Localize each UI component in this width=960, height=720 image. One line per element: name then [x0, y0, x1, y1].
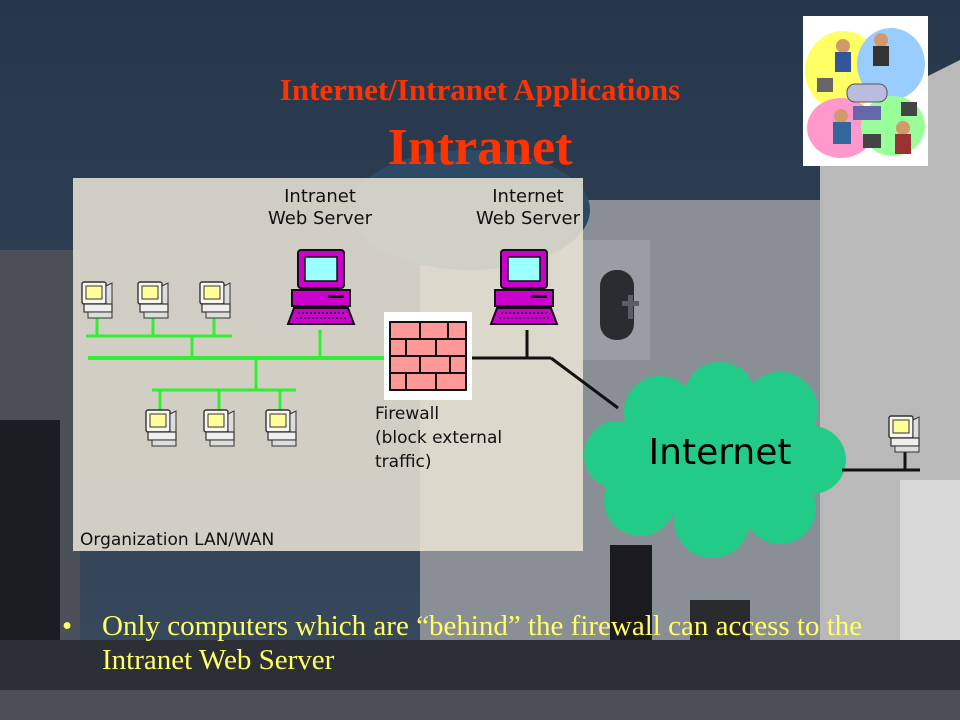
intranet-server-label: Intranet Web Server: [268, 186, 372, 229]
internet-server-label: Internet Web Server: [476, 186, 580, 229]
organization-lan-panel: [73, 178, 583, 551]
brick-wall-firewall-icon: [384, 312, 472, 400]
workstation-computer-icon: [145, 409, 177, 447]
workstation-computer-icon: [199, 281, 231, 319]
workstation-computer-icon: [265, 409, 297, 447]
workstation-computer-icon: [137, 281, 169, 319]
workstation-computer-icon: [203, 409, 235, 447]
internet-cloud-icon: [584, 362, 846, 558]
bullet-text: Only computers which are “behind” the fi…: [102, 610, 863, 676]
slide-subtitle: Internet/Intranet Applications: [279, 72, 681, 107]
lan-label: Organization LAN/WAN: [80, 530, 275, 550]
bullet-marker: •: [62, 610, 73, 642]
workstation-computer-icon: [81, 281, 113, 319]
slide-title: Intranet: [387, 119, 573, 176]
remote-computer-icon: [888, 415, 920, 453]
office-network-clipart-icon: [803, 16, 928, 166]
intranet-server-icon: [287, 249, 355, 325]
firewall-label: Firewall (block external traffic): [375, 404, 503, 472]
internet-server-icon: [490, 249, 558, 325]
cloud-label: Internet: [648, 432, 792, 473]
